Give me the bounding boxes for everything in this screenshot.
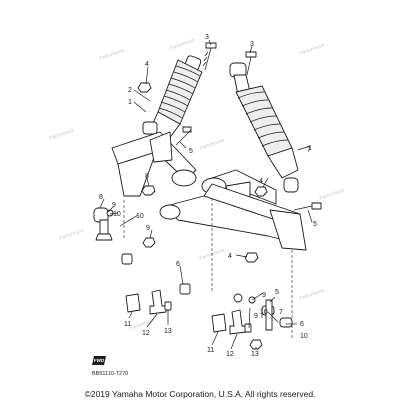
svg-text:PartsHouse: PartsHouse <box>299 287 326 302</box>
callout-1: 1 <box>128 99 132 106</box>
callout-5: 5 <box>189 148 193 155</box>
svg-text:PartsHouse: PartsHouse <box>319 187 346 202</box>
svg-text:PartsHouse: PartsHouse <box>99 47 126 62</box>
svg-text:PartsHouse: PartsHouse <box>199 137 226 152</box>
callout-4: 4 <box>228 253 232 260</box>
left-end-link <box>93 207 114 241</box>
callout-10: 10 <box>136 213 144 220</box>
callout-4: 4 <box>259 178 263 185</box>
callout-3: 3 <box>205 34 209 41</box>
callout-7: 7 <box>307 147 311 154</box>
nuts <box>141 185 268 350</box>
right-end-link <box>233 293 293 331</box>
callout-5: 5 <box>313 221 317 228</box>
callout-8: 8 <box>99 194 103 201</box>
callout-12: 12 <box>226 351 234 358</box>
callout-12: 12 <box>142 330 150 337</box>
shock-top-bolt-right <box>245 51 257 76</box>
left-bushing-bracket <box>125 289 172 315</box>
svg-text:PartsHouse: PartsHouse <box>59 227 86 242</box>
left-shock-absorber <box>142 55 203 141</box>
callout-10: 10 <box>113 211 121 218</box>
lower-arm <box>159 183 307 251</box>
callout-13: 13 <box>251 351 259 358</box>
callout-7: 7 <box>279 309 283 316</box>
diagram-code: BB51110-T270 <box>92 371 129 377</box>
callout-6: 6 <box>176 261 180 268</box>
stabilizer-bar <box>104 229 249 323</box>
callout-1: 1 <box>308 145 312 152</box>
nut-left-top <box>137 82 152 93</box>
callout-8: 8 <box>145 173 149 180</box>
callout-11: 11 <box>124 321 131 328</box>
svg-text:PartsHouse: PartsHouse <box>299 42 326 57</box>
callout-9: 9 <box>146 225 150 232</box>
left-upper-arm <box>111 131 197 197</box>
bolt-right-lower <box>293 202 322 211</box>
callout-4: 4 <box>145 61 149 68</box>
callout-10: 10 <box>300 333 308 340</box>
bolt-left-mid <box>175 126 192 146</box>
forward-direction-icon: FWD <box>92 356 106 365</box>
svg-text:PartsHouse: PartsHouse <box>49 127 76 142</box>
callout-9: 9 <box>112 202 116 209</box>
callout-11: 11 <box>207 347 214 354</box>
callout-6: 6 <box>300 321 304 328</box>
copyright-notice: ©2019 Yamaha Motor Corporation, U.S.A. A… <box>84 389 316 399</box>
callout-10: 10 <box>260 309 268 316</box>
right-bushing-bracket <box>211 309 252 335</box>
callout-9: 9 <box>262 292 266 299</box>
svg-text:PartsHouse: PartsHouse <box>169 37 196 52</box>
shock-top-bolt-left <box>202 42 217 71</box>
right-shock-absorber <box>229 62 299 193</box>
callout-5: 5 <box>275 289 279 296</box>
callout-labels: 3 4 2 1 5 8 9 10 9 8 10 6 7 4 5 1 3 4 9 … <box>99 34 317 358</box>
callout-13: 13 <box>164 328 172 335</box>
leader-lines <box>99 39 313 350</box>
callout-3: 3 <box>250 41 254 48</box>
callout-2: 2 <box>128 87 132 94</box>
callout-9: 9 <box>254 313 258 320</box>
